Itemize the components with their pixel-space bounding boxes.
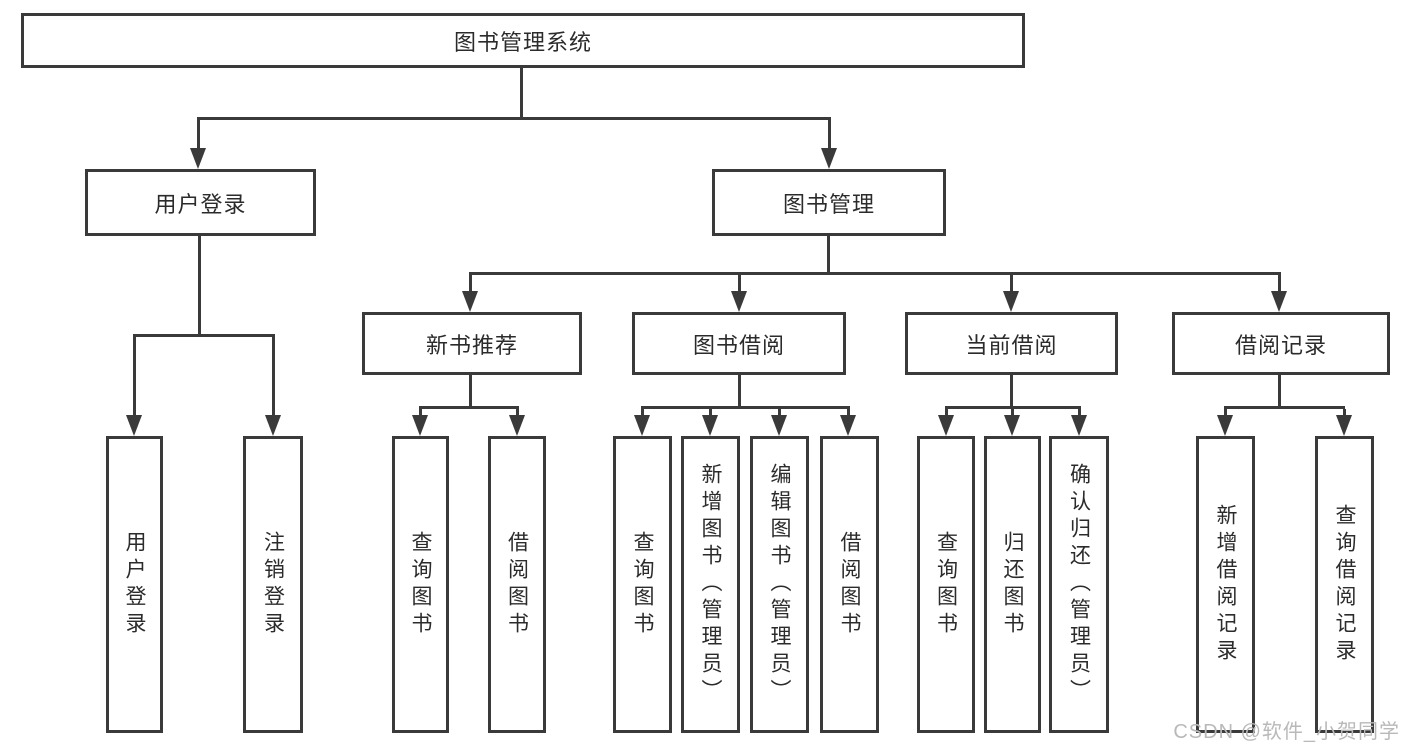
node-borrowing-records: 借阅记录 xyxy=(1172,312,1390,375)
connector-line xyxy=(709,409,712,418)
connector-line xyxy=(469,375,472,408)
node-label: 新增图书（管理员） xyxy=(699,463,722,706)
node-label: 编辑图书（管理员） xyxy=(768,463,791,706)
connector-line xyxy=(1010,375,1013,408)
connector-line xyxy=(1011,409,1014,418)
node-label: 当前借阅 xyxy=(965,332,1058,358)
node-label: 图书借阅 xyxy=(692,332,785,358)
connector-line xyxy=(778,409,781,418)
connector-arrowhead xyxy=(1071,415,1087,436)
node-label: 用户登录 xyxy=(123,530,146,639)
node-label: 查询图书 xyxy=(934,530,958,639)
connector-line xyxy=(1010,275,1013,293)
node-label: 确认归还（管理员） xyxy=(1067,463,1091,706)
connector-line xyxy=(1078,409,1081,418)
node-label: 借阅图书 xyxy=(505,530,529,639)
leaf-confirm-return-admin: 确认归还（管理员） xyxy=(1049,436,1109,733)
node-label: 借阅图书 xyxy=(838,530,861,639)
node-label: 新书推荐 xyxy=(425,332,518,358)
connector-arrowhead xyxy=(771,415,787,436)
connector-arrowhead xyxy=(840,415,856,436)
connector-arrowhead xyxy=(731,291,747,312)
connector-arrowhead xyxy=(938,415,954,436)
leaf-user-login: 用户登录 xyxy=(106,436,163,733)
leaf-return-books: 归还图书 xyxy=(984,436,1041,733)
connector-arrowhead xyxy=(265,415,281,436)
leaf-borrow-books: 借阅图书 xyxy=(820,436,879,733)
connector-arrowhead xyxy=(462,291,478,312)
leaf-query-books-borrowing: 查询图书 xyxy=(613,436,672,733)
leaf-query-books-recommend: 查询图书 xyxy=(392,436,449,733)
node-label: 归还图书 xyxy=(1001,530,1024,639)
leaf-logout: 注销登录 xyxy=(243,436,303,733)
csdn-watermark: CSDN @软件_小贺同学 xyxy=(1173,721,1400,743)
leaf-add-borrow-record: 新增借阅记录 xyxy=(1196,436,1255,733)
connector-arrowhead xyxy=(190,148,206,169)
connector-line xyxy=(1278,275,1281,293)
connector-arrowhead xyxy=(1004,415,1020,436)
connector-line xyxy=(133,337,136,417)
connector-line xyxy=(1278,375,1281,408)
node-label: 查询图书 xyxy=(631,530,654,639)
connector-line xyxy=(133,334,275,337)
node-book-borrowing: 图书借阅 xyxy=(632,312,846,375)
connector-arrowhead xyxy=(1271,291,1287,312)
connector-line xyxy=(516,409,519,418)
node-label: 查询图书 xyxy=(409,530,432,639)
node-user-login: 用户登录 xyxy=(85,169,316,236)
connector-line xyxy=(641,406,850,409)
leaf-query-borrow-record: 查询借阅记录 xyxy=(1315,436,1374,733)
node-label: 图书管理 xyxy=(782,191,875,217)
connector-line xyxy=(197,120,200,151)
connector-line xyxy=(1224,409,1227,418)
node-library-management-system: 图书管理系统 xyxy=(21,13,1025,68)
connector-line xyxy=(828,120,831,151)
connector-line xyxy=(198,236,201,337)
node-new-book-recommendation: 新书推荐 xyxy=(362,312,582,375)
connector-line xyxy=(272,337,275,417)
node-label: 查询借阅记录 xyxy=(1333,503,1356,666)
connector-line xyxy=(738,275,741,293)
connector-line xyxy=(419,409,422,418)
connector-arrowhead xyxy=(1003,291,1019,312)
connector-line xyxy=(847,409,850,418)
connector-line xyxy=(1224,406,1345,409)
connector-arrowhead xyxy=(1217,415,1233,436)
connector-line xyxy=(641,409,644,418)
node-current-borrowing: 当前借阅 xyxy=(905,312,1118,375)
connector-line xyxy=(738,375,741,408)
leaf-borrow-books-recommend: 借阅图书 xyxy=(488,436,546,733)
leaf-add-books-admin: 新增图书（管理员） xyxy=(681,436,740,733)
connector-arrowhead xyxy=(509,415,525,436)
leaf-edit-books-admin: 编辑图书（管理员） xyxy=(750,436,809,733)
node-label: 注销登录 xyxy=(261,530,285,639)
node-label: 借阅记录 xyxy=(1234,332,1327,358)
connector-arrowhead xyxy=(412,415,428,436)
node-label: 图书管理系统 xyxy=(453,29,592,55)
connector-line xyxy=(469,272,1281,275)
connector-arrowhead xyxy=(634,415,650,436)
connector-arrowhead xyxy=(126,415,142,436)
connector-line xyxy=(945,409,948,418)
connector-arrowhead xyxy=(702,415,718,436)
connector-line xyxy=(945,406,1081,409)
node-label: 用户登录 xyxy=(154,191,247,217)
leaf-query-books-current: 查询图书 xyxy=(917,436,975,733)
connector-line xyxy=(1343,409,1346,418)
connector-line xyxy=(197,117,831,120)
connector-arrowhead xyxy=(821,148,837,169)
node-book-management: 图书管理 xyxy=(712,169,946,236)
node-label: 新增借阅记录 xyxy=(1214,503,1237,666)
connector-line xyxy=(419,406,519,409)
connector-arrowhead xyxy=(1336,415,1352,436)
connector-line xyxy=(469,275,472,293)
connector-line xyxy=(520,68,523,120)
connector-line xyxy=(827,236,830,275)
